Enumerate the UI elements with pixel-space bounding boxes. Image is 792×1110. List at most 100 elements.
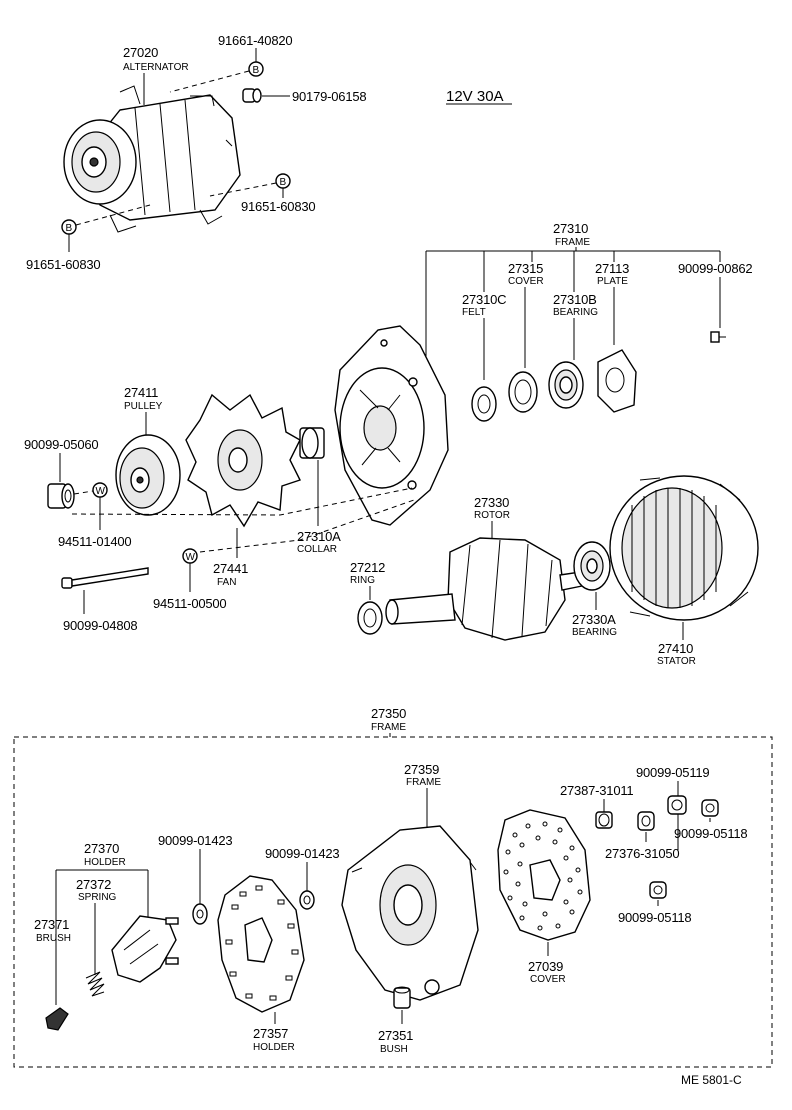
part-name-bearing-rotor: BEARING <box>572 627 617 638</box>
part-number-washer-b[interactable]: 90099-01423 <box>265 846 340 861</box>
part-name-plate: PLATE <box>597 276 628 287</box>
part-number-fan[interactable]: 27441 <box>213 561 248 576</box>
part-number-nut-pulley[interactable]: 90099-05060 <box>24 437 99 452</box>
brush-drawing[interactable] <box>45 1007 69 1031</box>
part-name-frame-rear-set: FRAME <box>371 722 406 733</box>
rear-cover-drawing[interactable] <box>497 809 591 941</box>
spring-drawing[interactable] <box>85 971 105 997</box>
part-name-felt: FELT <box>462 307 486 318</box>
part-number-bolt-mid[interactable]: 91651-60830 <box>241 199 316 214</box>
part-number-bolt-left[interactable]: 91651-60830 <box>26 257 101 272</box>
frame-front-drawing[interactable] <box>334 325 449 526</box>
part-number-spring[interactable]: 27372 <box>76 877 111 892</box>
part-name-frame-rear: FRAME <box>406 777 441 788</box>
badge-circle-bolt-top <box>248 61 264 77</box>
part-number-frame-rear[interactable]: 27359 <box>404 762 439 777</box>
badge-washer-pulley: W <box>96 486 106 497</box>
part-number-through-bolt[interactable]: 90099-04808 <box>63 618 138 633</box>
terminal-drawing[interactable] <box>637 811 655 831</box>
part-number-washer-pulley[interactable]: 94511-01400 <box>58 534 132 549</box>
part-number-screw-plate[interactable]: 90099-00862 <box>678 261 753 276</box>
nut-pulley-drawing[interactable] <box>47 483 75 509</box>
part-name-frame-front: FRAME <box>555 237 590 248</box>
part-name-bearing-front: BEARING <box>553 307 598 318</box>
part-number-terminal[interactable]: 27376-31050 <box>605 846 680 861</box>
part-number-holder[interactable]: 27370 <box>84 841 119 856</box>
frame-rear-drawing[interactable] <box>341 825 479 1001</box>
washer-b-drawing[interactable] <box>299 890 315 910</box>
spec-label: 12V 30A <box>446 88 504 105</box>
rectifier-holder-drawing[interactable] <box>217 875 305 1013</box>
part-name-rectifier-holder: HOLDER <box>253 1042 295 1053</box>
part-number-alternator[interactable]: 27020 <box>123 45 158 60</box>
dash-bolt-left <box>75 204 151 226</box>
part-name-collar: COLLAR <box>297 544 337 555</box>
part-number-bearing-front[interactable]: 27310B <box>553 292 597 307</box>
pulley-drawing[interactable] <box>115 434 181 516</box>
dash-washer-pulley <box>73 490 94 495</box>
washer-a-drawing[interactable] <box>192 903 208 925</box>
part-number-ring[interactable]: 27212 <box>350 560 385 575</box>
dash-through-upper <box>71 487 413 516</box>
part-number-brush[interactable]: 27371 <box>34 917 69 932</box>
part-number-nut-b[interactable]: 90099-05118 <box>674 826 748 841</box>
collar-drawing[interactable] <box>299 427 325 459</box>
badge-bolt-mid: B <box>280 177 287 188</box>
part-name-rotor: ROTOR <box>474 510 510 521</box>
bearing-front-drawing[interactable] <box>548 361 584 409</box>
part-number-rotor[interactable]: 27330 <box>474 495 509 510</box>
part-number-frame-front[interactable]: 27310 <box>553 221 588 236</box>
part-name-holder: HOLDER <box>84 857 126 868</box>
nut-a-drawing[interactable] <box>667 795 687 815</box>
cover-front-drawing[interactable] <box>508 371 538 413</box>
part-number-nut-top[interactable]: 90179-06158 <box>292 89 367 104</box>
screw-plate-drawing[interactable] <box>710 331 726 343</box>
part-number-pulley[interactable]: 27411 <box>124 385 158 400</box>
part-name-spring: SPRING <box>78 892 117 903</box>
part-number-washer-a[interactable]: 90099-01423 <box>158 833 233 848</box>
part-number-felt[interactable]: 27310C <box>462 292 507 307</box>
footer-code: ME 5801-C <box>681 1073 742 1087</box>
part-number-washer-bolt[interactable]: 94511-00500 <box>153 596 227 611</box>
through-bolt-drawing[interactable] <box>61 567 149 589</box>
holder-drawing[interactable] <box>111 915 179 983</box>
part-number-bolt-top[interactable]: 91661-40820 <box>218 33 293 48</box>
part-name-alternator: ALTERNATOR <box>123 62 189 73</box>
rotor-drawing[interactable] <box>385 537 583 641</box>
part-number-nut-a[interactable]: 90099-05119 <box>636 765 710 780</box>
nut-c-drawing[interactable] <box>649 881 667 899</box>
nut-top-drawing[interactable] <box>242 88 262 103</box>
part-number-insulator[interactable]: 27387-31011 <box>560 783 634 798</box>
bush-drawing[interactable] <box>393 986 411 1009</box>
part-number-nut-c[interactable]: 90099-05118 <box>618 910 692 925</box>
part-number-rear-cover[interactable]: 27039 <box>528 959 563 974</box>
part-number-bearing-rotor[interactable]: 27330A <box>572 612 616 627</box>
dash-through-lower <box>199 499 415 553</box>
part-number-bush[interactable]: 27351 <box>378 1028 413 1043</box>
alternator-drawing[interactable] <box>63 85 241 233</box>
part-number-cover-front[interactable]: 27315 <box>508 261 543 276</box>
part-number-frame-rear-set[interactable]: 27350 <box>371 706 406 721</box>
dash-bolt-mid <box>209 182 277 197</box>
dash-bolt-top <box>169 70 250 93</box>
badge-washer-bolt: W <box>186 552 196 563</box>
felt-drawing[interactable] <box>471 386 497 422</box>
part-name-cover-front: COVER <box>508 276 544 287</box>
plate-drawing[interactable] <box>597 349 637 413</box>
part-number-rectifier-holder[interactable]: 27357 <box>253 1026 288 1041</box>
ring-drawing[interactable] <box>357 601 383 635</box>
part-number-plate[interactable]: 27113 <box>595 261 629 276</box>
badge-bolt-left: B <box>66 223 73 234</box>
stator-drawing[interactable] <box>609 475 759 621</box>
part-name-fan: FAN <box>217 577 236 588</box>
badge-bolt-top: B <box>253 65 260 76</box>
insulator-drawing[interactable] <box>595 811 613 829</box>
nut-b-drawing[interactable] <box>701 799 719 817</box>
part-name-ring: RING <box>350 575 375 586</box>
part-number-collar[interactable]: 27310A <box>297 529 341 544</box>
fan-drawing[interactable] <box>185 393 301 528</box>
part-number-stator[interactable]: 27410 <box>658 641 693 656</box>
frame-front-bracket <box>425 247 721 365</box>
bearing-rotor-drawing[interactable] <box>573 541 611 591</box>
